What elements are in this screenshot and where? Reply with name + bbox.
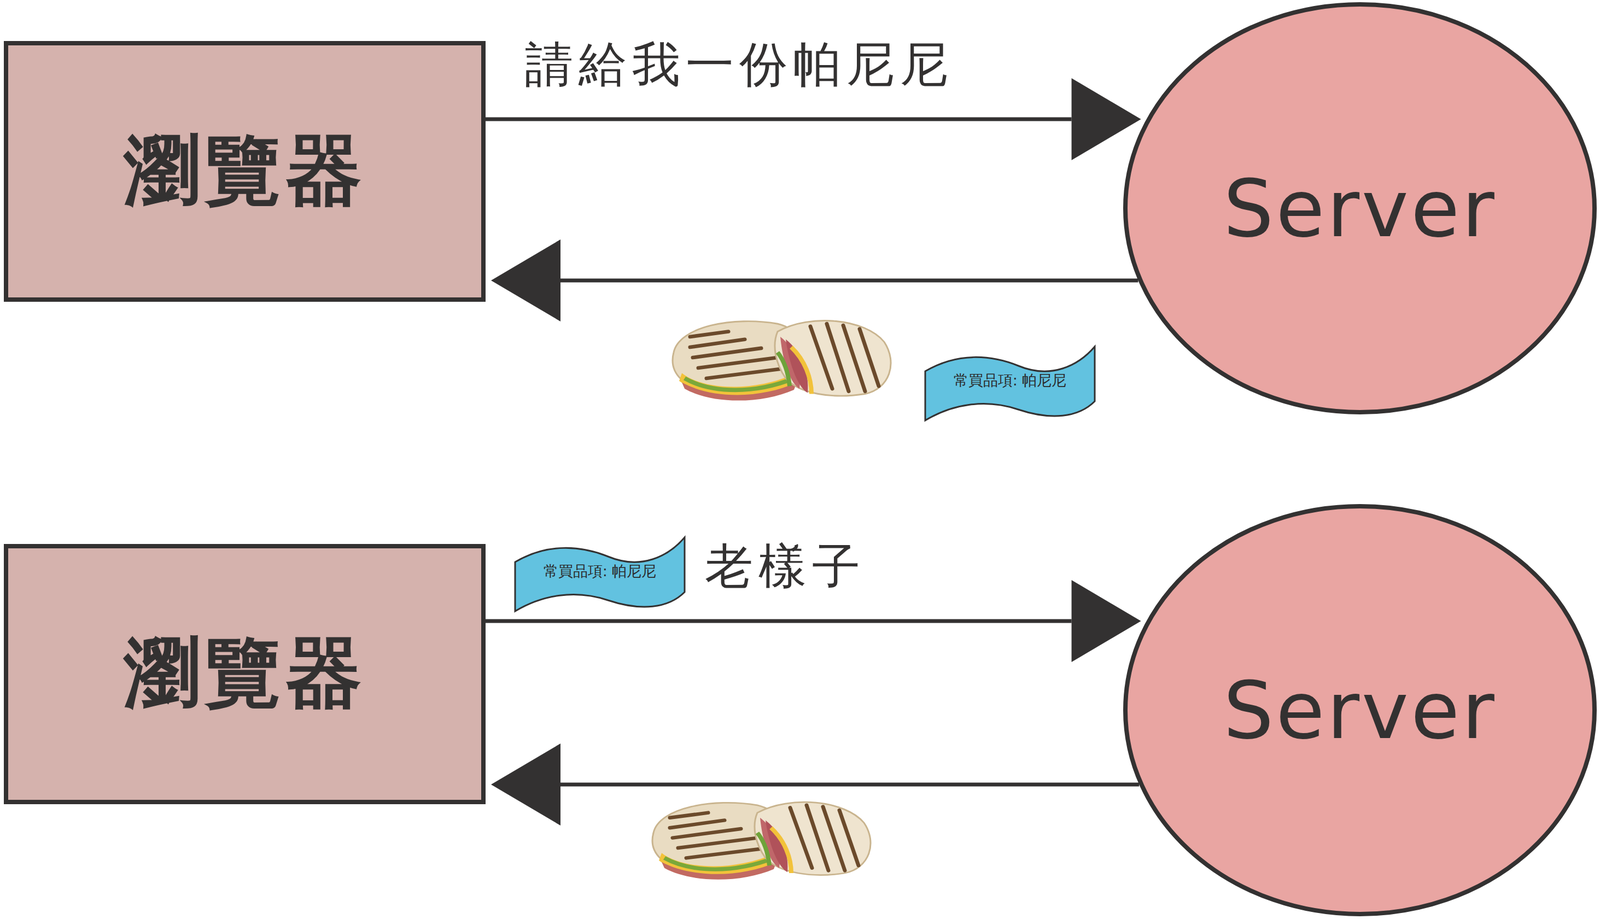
arrowhead: [1071, 78, 1142, 161]
panini-illustration: [652, 802, 871, 880]
server-label: Server: [1223, 664, 1497, 757]
cookie-flag: [925, 346, 1095, 421]
browser-label: 瀏覽器: [123, 119, 367, 224]
connector-line: [485, 117, 1072, 122]
cookie-flag: [515, 537, 685, 612]
cookie-flag-box: 常買品項: 帕尼尼: [515, 534, 685, 609]
server-circle: Server: [1123, 504, 1597, 917]
arrowhead: [491, 743, 561, 826]
arrow-connector: [491, 239, 1138, 322]
browser-box: 瀏覽器: [3, 544, 486, 805]
connector-line: [560, 783, 1140, 787]
cookie-label: 常買品項: 帕尼尼: [953, 370, 1067, 391]
connector-line: [485, 619, 1072, 624]
connector-line: [560, 278, 1138, 283]
arrow-connector: [491, 743, 1140, 826]
arrowhead: [491, 239, 561, 322]
cookie-flag-box: 常買品項: 帕尼尼: [925, 343, 1095, 418]
browser-box: 瀏覽器: [3, 41, 486, 302]
panini-illustration: [672, 320, 891, 401]
server-label: Server: [1223, 162, 1497, 255]
browser-label: 瀏覽器: [123, 622, 367, 727]
server-circle: Server: [1123, 2, 1597, 415]
edge-label: 請給我一份帕尼尼: [524, 32, 954, 98]
arrowhead: [1071, 580, 1142, 663]
cookie-label: 常買品項: 帕尼尼: [543, 561, 657, 582]
edge-label: 老樣子: [704, 534, 866, 600]
